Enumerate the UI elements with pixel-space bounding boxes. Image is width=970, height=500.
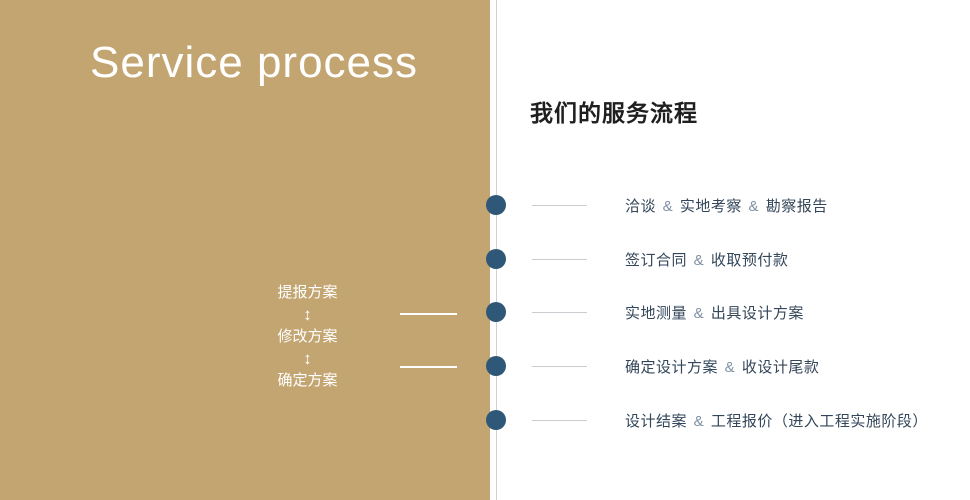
up-down-arrow-icon: ↕ xyxy=(303,349,312,368)
service-step-row: 设计结案 & 工程报价（进入工程实施阶段） xyxy=(532,410,928,430)
step-label: 设计结案 & 工程报价（进入工程实施阶段） xyxy=(625,412,928,430)
step-label: 签订合同 & 收取预付款 xyxy=(625,251,789,269)
step-leader-line xyxy=(532,419,587,421)
section-heading: 我们的服务流程 xyxy=(530,100,698,126)
step-leader-line xyxy=(532,204,587,206)
service-step-row: 确定设计方案 & 收设计尾款 xyxy=(532,356,819,376)
step-leader-line xyxy=(532,311,587,313)
page-title: Service process xyxy=(90,38,419,87)
left-gold-panel: Service process 提报方案 ↕ 修改方案 ↕ 确定方案 xyxy=(0,0,490,500)
service-step-row: 签订合同 & 收取预付款 xyxy=(532,249,788,269)
step-label: 洽谈 & 实地考察 & 勘察报告 xyxy=(625,197,828,215)
timeline-dot xyxy=(486,410,506,430)
timeline-dot xyxy=(486,195,506,215)
service-step-row: 洽谈 & 实地考察 & 勘察报告 xyxy=(532,195,828,215)
service-step-row: 实地测量 & 出具设计方案 xyxy=(532,302,804,322)
plan-flow-column: 提报方案 ↕ 修改方案 ↕ 确定方案 xyxy=(250,283,365,391)
flow-step-confirm-plan: 确定方案 xyxy=(277,372,338,389)
step-leader-line xyxy=(532,365,587,367)
timeline-dot xyxy=(486,249,506,269)
step-label: 确定设计方案 & 收设计尾款 xyxy=(625,358,820,376)
timeline-dot xyxy=(486,302,506,322)
flow-step-revise-plan: 修改方案 xyxy=(277,328,338,345)
step-leader-line xyxy=(532,258,587,260)
step-label: 实地测量 & 出具设计方案 xyxy=(625,304,804,322)
flow-step-submit-plan: 提报方案 xyxy=(277,284,338,301)
flow-connector-line xyxy=(400,366,457,368)
timeline-dot xyxy=(486,356,506,376)
up-down-arrow-icon: ↕ xyxy=(303,305,312,324)
flow-connector-line xyxy=(400,313,457,315)
